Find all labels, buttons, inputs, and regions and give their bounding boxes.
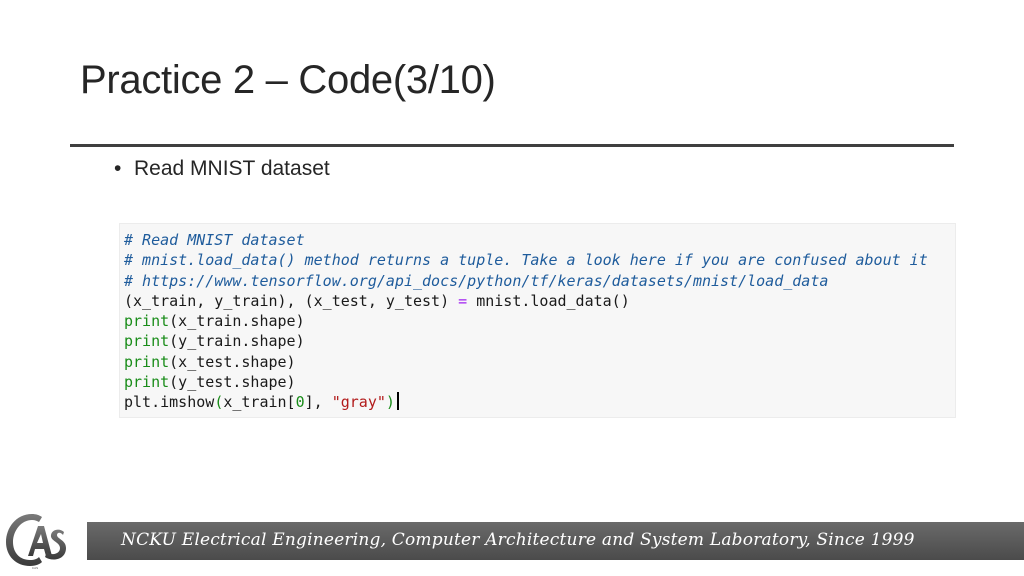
code-token: mnist.load_data() <box>467 291 630 310</box>
code-line: print(y_test.shape) <box>124 372 928 392</box>
code-token: "gray" <box>331 393 386 412</box>
code-token: ) <box>385 393 395 412</box>
code-token: (x_train, y_train), (x_test, y_test) <box>124 291 459 310</box>
code-token: = <box>458 291 468 310</box>
code-token: x_train[ <box>223 393 296 412</box>
code-token: (y_test.shape) <box>169 373 296 392</box>
code-line: # https://www.tensorflow.org/api_docs/py… <box>124 271 928 291</box>
code-token: plt.imshow <box>124 393 215 412</box>
code-token: 0 <box>295 393 305 412</box>
code-line: print(y_train.shape) <box>124 331 928 351</box>
text-cursor <box>396 392 399 411</box>
code-cell[interactable]: # Read MNIST dataset # mnist.load_data() … <box>119 223 956 418</box>
code-token: ], <box>304 393 332 412</box>
code-line: # Read MNIST dataset <box>124 230 928 250</box>
code-block[interactable]: # Read MNIST dataset # mnist.load_data() … <box>124 230 928 413</box>
logo-text: CAS <box>32 566 38 570</box>
code-line: print(x_test.shape) <box>124 352 928 372</box>
code-line: print(x_train.shape) <box>124 311 928 331</box>
title-divider <box>70 144 954 147</box>
code-token: (x_train.shape) <box>169 312 305 331</box>
cas-lab-logo: CAS <box>6 514 66 570</box>
bullet-item: • Read MNIST dataset <box>114 157 330 181</box>
code-line: plt.imshow(x_train[0], "gray") <box>124 392 928 412</box>
code-token: # https://www.tensorflow.org/api_docs/py… <box>124 271 829 290</box>
bullet-marker: • <box>114 157 122 180</box>
code-token: (x_test.shape) <box>169 352 296 371</box>
code-token: print <box>124 332 170 351</box>
footer-bar: NCKU Electrical Engineering, Computer Ar… <box>87 522 1024 560</box>
bullet-text: Read MNIST dataset <box>134 157 330 180</box>
footer-text: NCKU Electrical Engineering, Computer Ar… <box>121 530 915 550</box>
slide-title: Practice 2 – Code(3/10) <box>80 58 496 102</box>
code-token: # mnist.load_data() method returns a tup… <box>124 251 928 270</box>
code-token: ( <box>214 393 224 412</box>
code-token: (y_train.shape) <box>169 332 305 351</box>
code-line: # mnist.load_data() method returns a tup… <box>124 250 928 270</box>
code-line: (x_train, y_train), (x_test, y_test) = m… <box>124 291 928 311</box>
code-token: print <box>124 312 170 331</box>
code-token: print <box>124 373 170 392</box>
code-token: print <box>124 352 170 371</box>
code-token: # Read MNIST dataset <box>124 231 305 249</box>
